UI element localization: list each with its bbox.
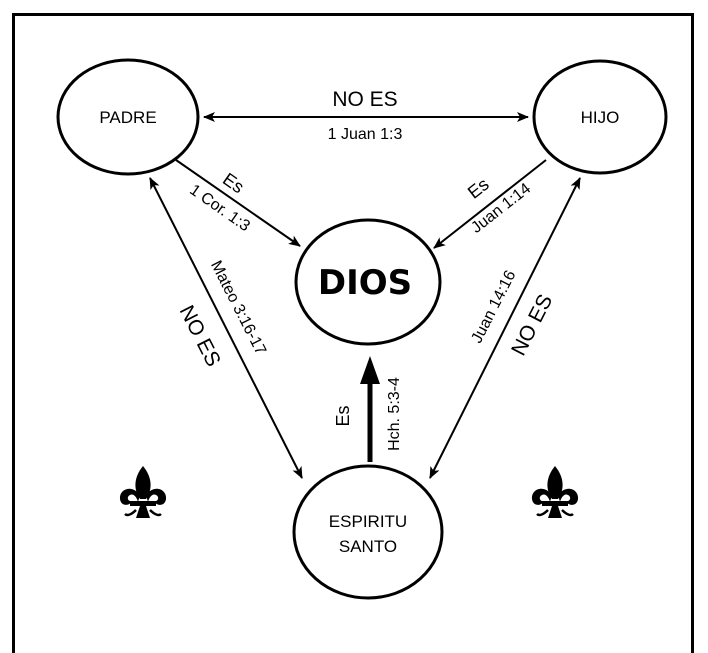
- edge-espiritu-dios-reference: Hch. 5:3-4: [386, 377, 403, 451]
- edge-hijo-dios: Es Juan 1:14: [433, 159, 547, 249]
- node-espiritu-santo: ESPIRITU SANTO: [292, 464, 444, 600]
- edge-espiritu-dios-relation: Es: [333, 405, 353, 426]
- edge-hijo-espiritu: Juan 14:16 NO ES: [429, 177, 581, 479]
- node-dios: DIOS: [294, 218, 442, 346]
- node-padre-label: PADRE: [99, 108, 156, 127]
- edge-padre-dios: Es 1 Cor. 1:3: [175, 159, 301, 247]
- fleur-de-lis-icon: [119, 466, 167, 518]
- node-hijo-label: HIJO: [581, 108, 620, 127]
- edge-hijo-dios-relation: Es: [464, 174, 493, 203]
- node-dios-label: DIOS: [318, 263, 412, 303]
- edge-padre-hijo-reference: 1 Juan 1:3: [328, 126, 403, 143]
- node-espiritu-label-line1: ESPIRITU: [329, 512, 407, 531]
- edge-espiritu-dios: Es Hch. 5:3-4: [333, 356, 403, 462]
- edge-padre-hijo: NO ES 1 Juan 1:3: [203, 88, 529, 143]
- node-hijo: HIJO: [532, 59, 668, 175]
- edge-hijo-espiritu-relation: NO ES: [507, 291, 557, 360]
- fleur-de-lis-icon: [531, 466, 579, 518]
- node-padre: PADRE: [56, 58, 200, 176]
- edge-padre-hijo-relation: NO ES: [332, 88, 397, 111]
- node-espiritu-label-line2: SANTO: [339, 537, 397, 556]
- edge-hijo-espiritu-reference: Juan 14:16: [468, 268, 519, 346]
